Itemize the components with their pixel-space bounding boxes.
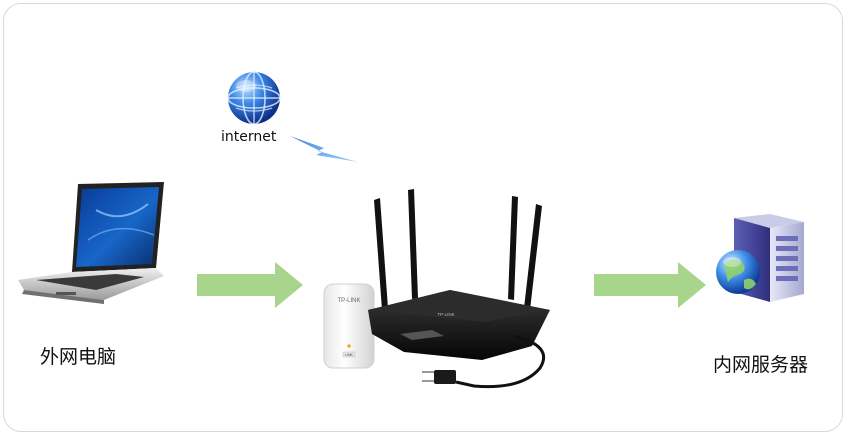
- lightning-signal-icon: [288, 134, 360, 166]
- router-brand: TP-LINK: [437, 312, 454, 317]
- router-icon: TP-LINK: [364, 186, 554, 396]
- powerline-adapter-icon: TP-LINK LINK: [322, 282, 378, 370]
- globe-icon: [226, 70, 282, 126]
- arrow-left: [197, 262, 303, 308]
- server-icon: [712, 212, 812, 304]
- laptop-icon: [16, 180, 166, 305]
- plug-brand: TP-LINK: [337, 298, 360, 304]
- arrow-right: [594, 262, 706, 308]
- internet-label: internet: [221, 129, 277, 145]
- left-device-label: 外网电脑: [40, 346, 117, 368]
- plug-badge: LINK: [345, 353, 353, 357]
- right-device-label: 内网服务器: [713, 354, 809, 376]
